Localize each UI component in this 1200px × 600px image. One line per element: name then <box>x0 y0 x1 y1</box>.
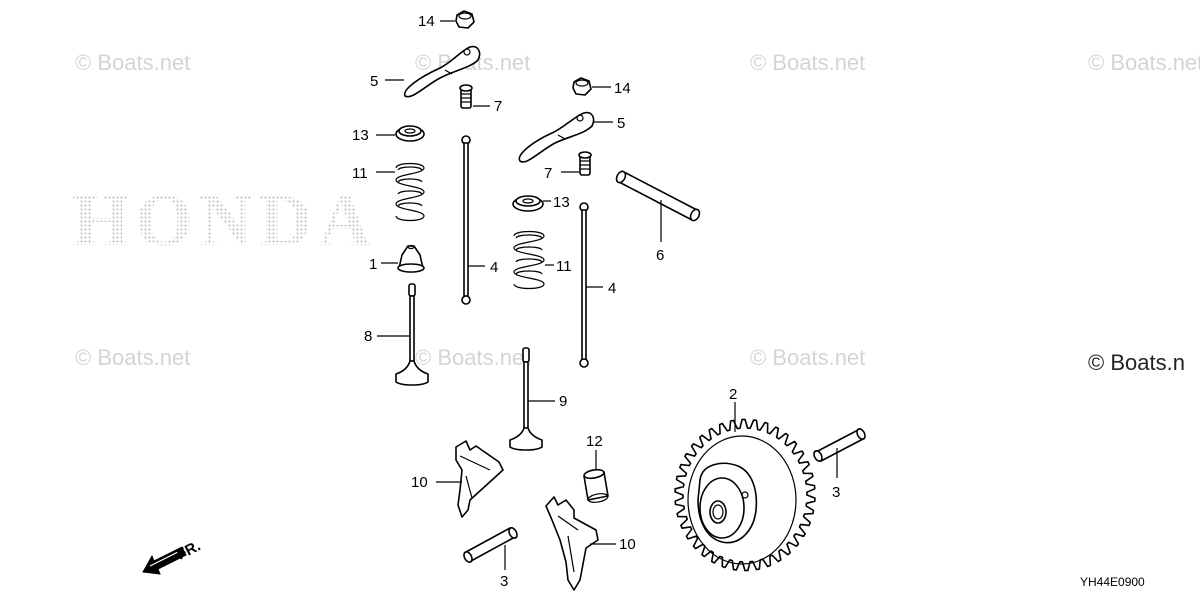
part-6-shaft[interactable] <box>615 170 702 222</box>
part-5-rocker-arm-upper[interactable] <box>403 45 481 98</box>
callout-6: 6 <box>656 247 664 264</box>
part-3-pin-right[interactable] <box>812 428 866 463</box>
callout-7: 7 <box>544 165 552 182</box>
callout-11: 11 <box>352 165 368 182</box>
part-7-pivot-bolt-upper[interactable] <box>459 84 473 109</box>
callout-2: 2 <box>729 386 737 403</box>
callout-14: 14 <box>614 80 631 97</box>
part-11-valve-spring-right[interactable] <box>513 230 545 290</box>
honda-watermark: HONDA <box>72 180 377 262</box>
watermark-copyright: © Boats.net <box>1088 50 1200 75</box>
callout-11: 11 <box>556 258 572 275</box>
callout-10: 10 <box>619 536 636 553</box>
watermark-copyright: © Boats.net <box>75 345 190 370</box>
part-13-spring-retainer-right[interactable] <box>512 195 544 212</box>
callout-10: 10 <box>411 474 428 491</box>
callout-5: 5 <box>370 73 378 90</box>
front-direction-arrow-icon <box>142 546 187 575</box>
watermark-copyright: © Boats.net <box>750 50 865 75</box>
front-label: FR. <box>174 537 203 563</box>
part-13-spring-retainer-left[interactable] <box>395 125 425 142</box>
callout-1: 1 <box>369 256 377 273</box>
part-2-camshaft-gear[interactable] <box>674 418 816 572</box>
watermark-copyright: © Boats.net <box>750 345 865 370</box>
watermark-copyright-dark: © Boats.n <box>1088 350 1185 375</box>
diagram-code: YH44E0900 <box>1080 575 1145 589</box>
callout-8: 8 <box>364 328 372 345</box>
callout-5: 5 <box>617 115 625 132</box>
callout-13: 13 <box>352 127 369 144</box>
part-10-cam-follower-left[interactable] <box>455 440 504 518</box>
callout-9: 9 <box>559 393 567 410</box>
part-12-collar[interactable] <box>583 468 609 503</box>
callout-3: 3 <box>500 573 508 590</box>
part-5-rocker-arm-lower[interactable] <box>518 111 595 163</box>
callout-13: 13 <box>553 194 570 211</box>
part-4-push-rod-left[interactable] <box>461 135 471 305</box>
part-4-push-rod-right[interactable] <box>579 202 589 368</box>
part-1-valve-stem-seal[interactable] <box>397 244 425 273</box>
callout-4: 4 <box>490 259 498 276</box>
callout-4: 4 <box>608 280 616 297</box>
part-7-pivot-bolt-lower[interactable] <box>578 151 592 176</box>
callout-14: 14 <box>418 13 435 30</box>
callout-3: 3 <box>832 484 840 501</box>
watermark-copyright: © Boats.net <box>415 345 530 370</box>
part-3-pin-lower[interactable] <box>462 527 518 564</box>
watermark-copyright: © Boats.net <box>75 50 190 75</box>
part-14-nut-upper[interactable] <box>455 10 475 29</box>
callout-12: 12 <box>586 433 603 450</box>
part-8-valve-left[interactable] <box>395 283 429 386</box>
part-9-valve-right[interactable] <box>509 347 543 451</box>
part-14-nut-lower[interactable] <box>572 77 592 96</box>
part-11-valve-spring-left[interactable] <box>395 162 425 222</box>
callout-7: 7 <box>494 98 502 115</box>
